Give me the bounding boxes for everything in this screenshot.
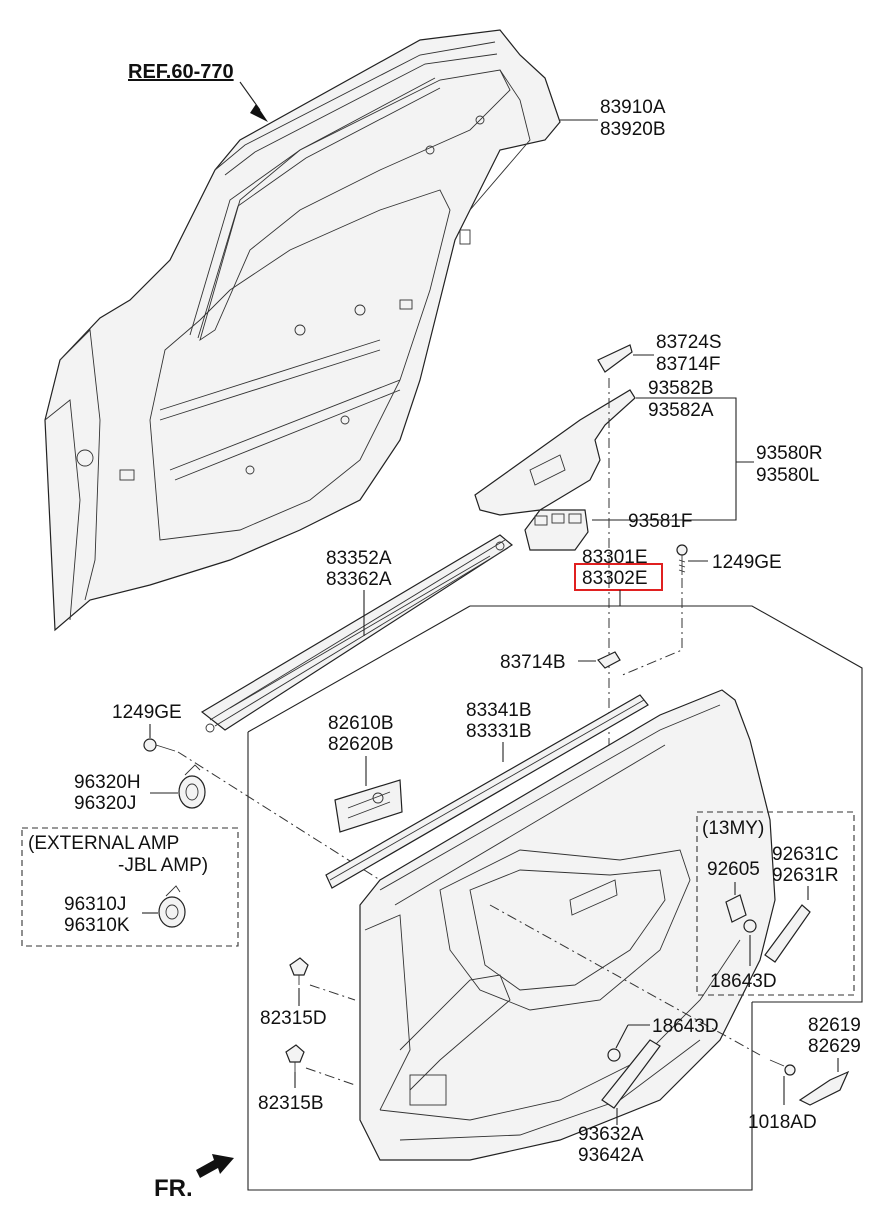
label-83341B: 83341B [466, 700, 532, 721]
external-amp-box [21, 827, 239, 947]
label-83301E: 83301E [582, 547, 648, 568]
door-trim-panel-drawing [359, 689, 776, 1161]
label-83714F: 83714F [656, 354, 720, 375]
screw-1249GE-left [143, 738, 176, 752]
inner-handle-drawing [334, 779, 403, 833]
label-93581F: 93581F [628, 511, 692, 532]
label-jbl-amp: -JBL AMP) [118, 855, 208, 876]
label-1249GE-left: 1249GE [112, 702, 182, 723]
label-13my: (13MY) [702, 818, 764, 839]
label-83920B: 83920B [600, 119, 666, 140]
label-83724S: 83724S [656, 332, 722, 353]
label-93580L: 93580L [756, 465, 819, 486]
label-92631R: 92631R [772, 865, 839, 886]
label-96310K: 96310K [64, 915, 130, 936]
label-82610B: 82610B [328, 713, 394, 734]
amp-speaker-drawing [158, 885, 186, 928]
label-83352A: 83352A [326, 548, 392, 569]
label-1249GE-right: 1249GE [712, 552, 782, 573]
label-93642A: 93642A [578, 1145, 644, 1166]
label-83362A: 83362A [326, 569, 392, 590]
switch-panel-drawing [474, 344, 636, 551]
speaker-drawing [178, 764, 206, 809]
label-93632A: 93632A [578, 1124, 644, 1145]
bulb-drawing [607, 1048, 621, 1062]
label-93580R: 93580R [756, 443, 823, 464]
label-96320H: 96320H [74, 772, 141, 793]
label-92631C: 92631C [772, 844, 839, 865]
label-96320J: 96320J [74, 793, 136, 814]
clip-82315B-drawing [285, 1044, 305, 1072]
lamp-92605-drawing [725, 894, 757, 933]
door-frame-drawing [44, 29, 561, 632]
screw-1249GE-right [676, 544, 688, 575]
label-82629: 82629 [808, 1036, 861, 1057]
label-96310J: 96310J [64, 894, 126, 915]
highlight-box [574, 563, 663, 591]
label-82620B: 82620B [328, 734, 394, 755]
arrow-icon [250, 104, 268, 122]
label-83331B: 83331B [466, 721, 532, 742]
label-83302E: 83302E [582, 568, 648, 589]
cover-82619-drawing [798, 1070, 850, 1106]
label-18643D-box: 18643D [710, 971, 777, 992]
label-external-amp: (EXTERNAL AMP [28, 833, 179, 854]
belt-strip-drawing [325, 694, 649, 889]
ref-label: REF.60-770 [128, 61, 234, 83]
label-93582B: 93582B [648, 378, 714, 399]
label-18643D-bottom: 18643D [652, 1016, 719, 1037]
label-83714B: 83714B [500, 652, 566, 673]
label-83910A: 83910A [600, 97, 666, 118]
lamp-93632A-drawing [601, 1039, 661, 1109]
front-label: FR. [154, 1175, 193, 1202]
label-82315D: 82315D [260, 1008, 327, 1029]
label-1018AD: 1018AD [748, 1112, 817, 1133]
front-arrow-icon [196, 1154, 234, 1178]
label-82315B: 82315B [258, 1093, 324, 1114]
lamp-lens-drawing [764, 904, 811, 963]
screw-1018AD-drawing [769, 1059, 796, 1076]
label-92605: 92605 [707, 859, 760, 880]
label-82619: 82619 [808, 1015, 861, 1036]
clip-drawing [597, 651, 621, 669]
weatherstrip-drawing [200, 534, 514, 733]
label-93582A: 93582A [648, 400, 714, 421]
clip-82315D-drawing [289, 957, 309, 985]
